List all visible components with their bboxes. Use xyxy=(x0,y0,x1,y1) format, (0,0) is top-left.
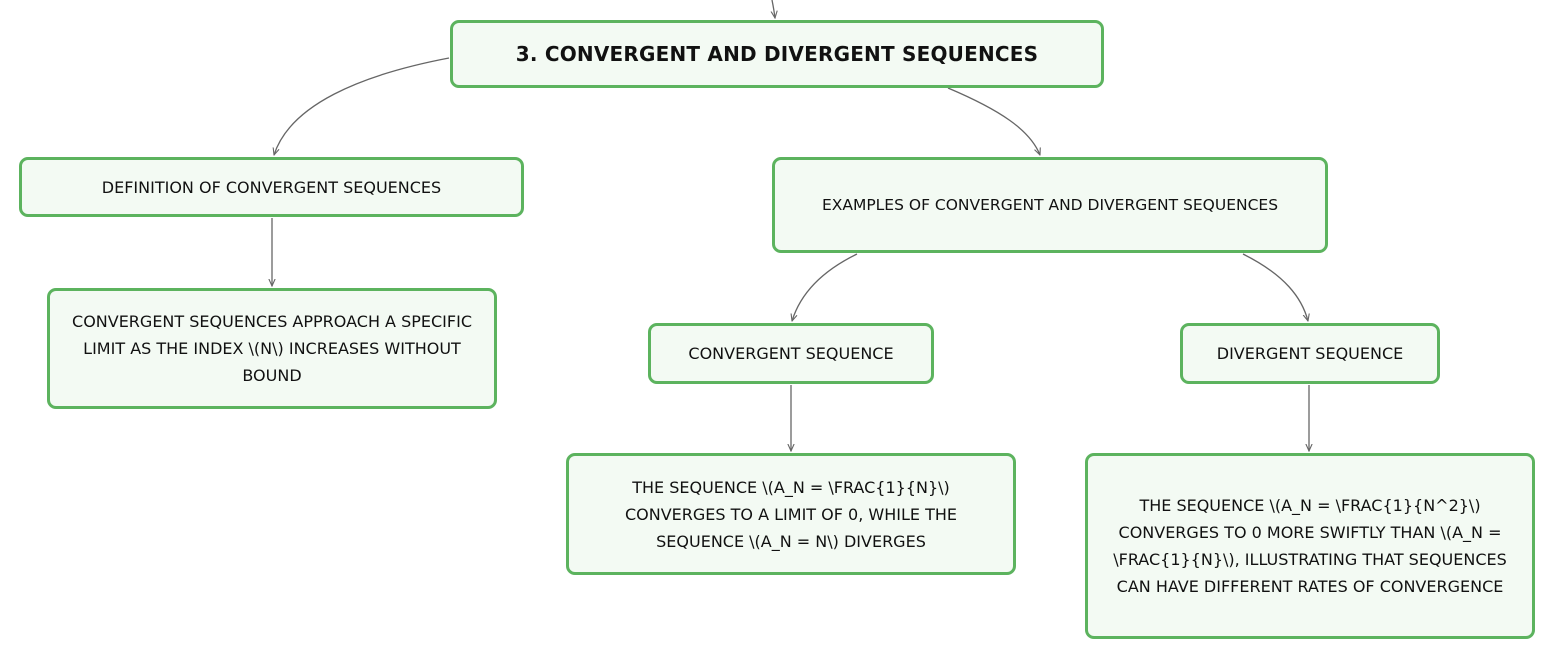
connector-examples-to-convergent xyxy=(792,253,858,321)
examples-node-label: Examples of Convergent and Divergent Seq… xyxy=(821,195,1279,214)
convergent-detail-label: The sequence \(a_n = \frac{1}{n}\) conve… xyxy=(625,477,957,551)
divergent-detail-node[interactable]: The sequence \(a_n = \frac{1}{n^2}\) con… xyxy=(1085,453,1535,639)
divergent-node-label: Divergent Sequence xyxy=(1216,344,1404,363)
root-node-label: 3. Convergent and Divergent Sequences xyxy=(515,41,1039,66)
connector-examples-to-divergent xyxy=(1242,253,1308,321)
convergent-node[interactable]: Convergent Sequence xyxy=(648,323,934,384)
definition-detail-label: Convergent sequences approach a specific… xyxy=(72,312,472,385)
definition-node-label: Definition of Convergent Sequences xyxy=(101,177,442,197)
connector-root-to-examples xyxy=(947,87,1040,155)
divergent-detail-label: The sequence \(a_n = \frac{1}{n^2}\) con… xyxy=(1113,496,1507,596)
divergent-node[interactable]: Divergent Sequence xyxy=(1180,323,1440,384)
connector-parent-to-root xyxy=(772,0,775,18)
convergent-detail-node[interactable]: The sequence \(a_n = \frac{1}{n}\) conve… xyxy=(566,453,1016,575)
examples-node[interactable]: Examples of Convergent and Divergent Seq… xyxy=(772,157,1328,253)
definition-node[interactable]: Definition of Convergent Sequences xyxy=(19,157,524,217)
root-node[interactable]: 3. Convergent and Divergent Sequences xyxy=(450,20,1104,88)
connector-root-to-definition xyxy=(274,57,450,155)
convergent-node-label: Convergent Sequence xyxy=(688,344,894,363)
definition-detail-node[interactable]: Convergent sequences approach a specific… xyxy=(47,288,497,409)
